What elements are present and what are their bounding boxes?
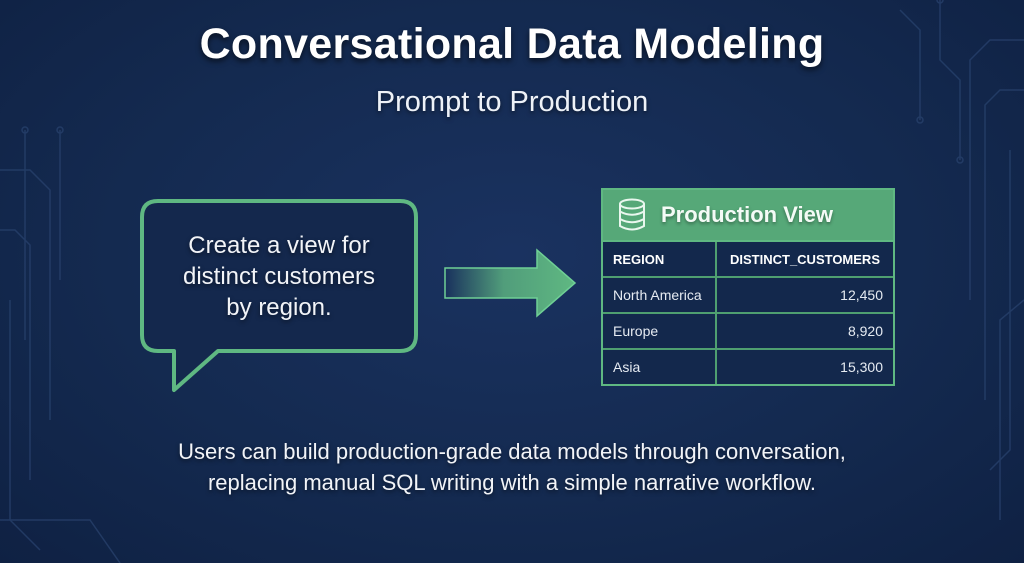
description-line: replacing manual SQL writing with a simp… [207, 470, 817, 495]
customers-cell: 12,450 [840, 287, 883, 303]
table-header-row: REGION DISTINCT_CUSTOMERS [603, 242, 893, 278]
description: Users can build production-grade data mo… [0, 436, 1024, 498]
description-line: Users can build production-grade data mo… [178, 439, 846, 464]
region-cell: Europe [603, 314, 717, 348]
table-row: Europe 8,920 [603, 314, 893, 350]
column-header-distinct-customers: DISTINCT_CUSTOMERS [730, 251, 880, 267]
prompt-text: Create a view for distinct customers by … [142, 230, 416, 323]
slide-subtitle: Prompt to Production [375, 86, 649, 118]
database-icon [619, 198, 645, 231]
table-row: North America 12,450 [603, 278, 893, 314]
prompt-line: distinct customers [182, 263, 376, 290]
table-title-bar: Production View [603, 190, 893, 242]
customers-cell: 8,920 [847, 323, 883, 339]
prompt-line: by region. [226, 294, 332, 321]
slide-title: Conversational Data Modeling [199, 20, 825, 68]
speech-bubble [140, 199, 418, 392]
customers-cell: 15,300 [840, 359, 883, 375]
region-cell: Asia [603, 350, 717, 384]
arrow-right-icon [444, 248, 577, 318]
table-row: Asia 15,300 [603, 350, 893, 384]
prompt-line: Create a view for [188, 232, 370, 259]
table-title: Production View [661, 202, 833, 227]
region-cell: North America [603, 278, 717, 312]
production-view-table: Production View REGION DISTINCT_CUSTOMER… [601, 188, 895, 386]
column-header-region: REGION [603, 242, 717, 276]
